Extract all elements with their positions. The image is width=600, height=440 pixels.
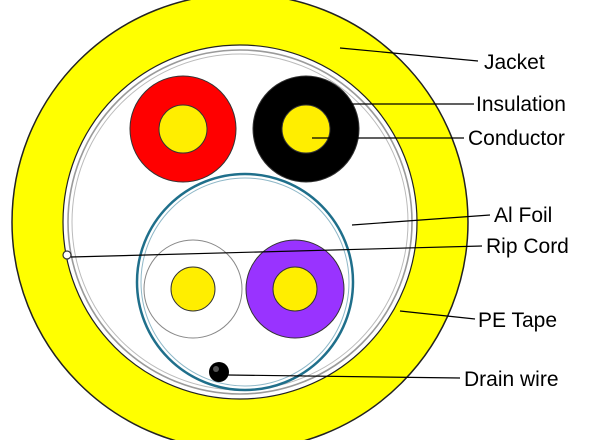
label-al-foil: Al Foil <box>494 204 552 227</box>
conductor-core <box>272 266 318 312</box>
leader-drain-wire <box>227 374 461 379</box>
label-drain-wire: Drain wire <box>464 368 559 391</box>
leader-al-foil <box>351 214 491 226</box>
al-foil-shield-inner <box>140 177 350 387</box>
label-rip-cord: Rip Cord <box>486 235 569 258</box>
conductor-core <box>158 104 208 154</box>
label-jacket: Jacket <box>484 51 545 74</box>
black-insulated-conductor <box>252 75 360 183</box>
leader-jacket <box>339 47 479 62</box>
red-insulated-conductor <box>129 75 237 183</box>
label-pe-tape: PE Tape <box>478 309 557 332</box>
label-conductor: Conductor <box>468 127 565 150</box>
conductor-core <box>170 266 216 312</box>
rip-cord <box>62 250 72 260</box>
drain-wire <box>209 362 229 382</box>
pe-tape-ring <box>67 49 413 395</box>
conductor-core <box>281 104 331 154</box>
purple-insulated-conductor <box>245 239 345 339</box>
label-insulation: Insulation <box>476 93 566 116</box>
leader-pe-tape <box>399 310 476 320</box>
leader-rip-cord <box>70 245 483 258</box>
drain-wire-highlight <box>213 366 219 372</box>
white-insulated-conductor <box>143 239 243 339</box>
